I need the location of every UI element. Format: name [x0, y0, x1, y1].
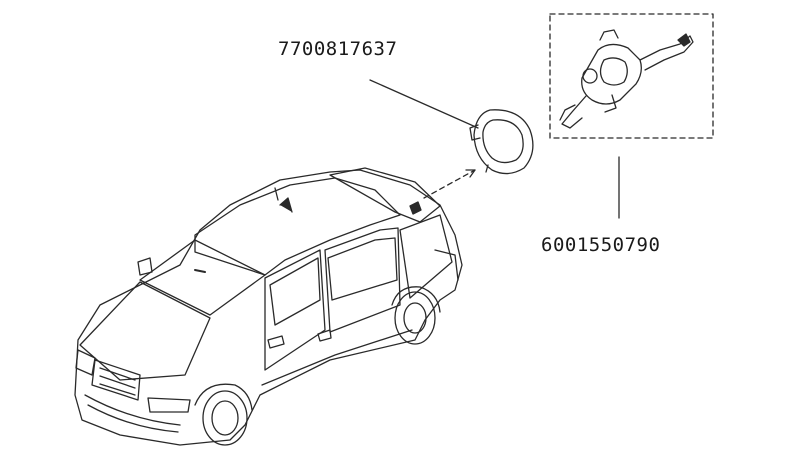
fuel-filler-flap-ring [469, 109, 534, 175]
fuel-flap-lock-actuator [559, 29, 694, 129]
leader-line-7700817637 [369, 79, 479, 129]
actuator-detail-box [549, 13, 714, 139]
assembly-direction-arrow [423, 169, 476, 199]
part-number-label-6001550790: 6001550790 [541, 234, 661, 256]
part-number-label-7700817637: 7700817637 [278, 38, 398, 60]
sedan-car-illustration [74, 167, 463, 446]
